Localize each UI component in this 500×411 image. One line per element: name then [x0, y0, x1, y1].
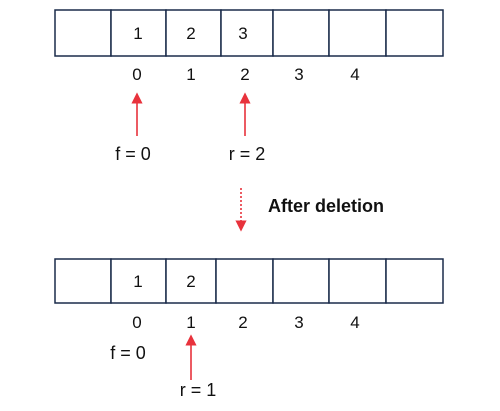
front-pointer-label-before: f = 0: [115, 144, 151, 164]
transition-caption: After deletion: [268, 196, 384, 216]
index-label: 0: [132, 313, 141, 332]
cell-value: 2: [186, 24, 195, 43]
cell-value: 3: [238, 24, 247, 43]
rear-pointer-label-before: r = 2: [229, 144, 266, 164]
index-label: 4: [350, 65, 359, 84]
index-label: 3: [294, 65, 303, 84]
cell-value: 1: [133, 24, 142, 43]
array-cell-before-right-pad: [385, 9, 444, 57]
array-cell-before-1: [165, 9, 222, 57]
array-cell-after-2: [215, 258, 274, 304]
index-label: 3: [294, 313, 303, 332]
index-labels-after: 0 1 2 3 4: [132, 313, 359, 332]
array-cell-before-0: [110, 9, 167, 57]
index-label: 0: [132, 65, 141, 84]
array-cell-after-4: [328, 258, 387, 304]
array-cell-before-left-pad: [54, 9, 112, 57]
array-cell-after-left-pad: [54, 258, 112, 304]
cell-value: 1: [133, 272, 142, 291]
array-cell-after-3: [272, 258, 330, 304]
index-label: 1: [186, 65, 195, 84]
array-cell-before-3: [272, 9, 330, 57]
index-label: 2: [238, 313, 247, 332]
queue-array-before: 1 2 3: [54, 9, 444, 57]
front-pointer-label-after: f = 0: [110, 343, 146, 363]
array-cell-before-2: [220, 9, 274, 57]
array-cell-after-right-pad: [385, 258, 444, 304]
index-label: 1: [186, 313, 195, 332]
index-labels-before: 0 1 2 3 4: [132, 65, 359, 84]
array-cell-before-4: [328, 9, 387, 57]
queue-array-after: 1 2: [54, 258, 444, 304]
cell-value: 2: [186, 272, 195, 291]
array-cell-after-0: [110, 258, 167, 304]
rear-pointer-label-after: r = 1: [180, 380, 217, 400]
index-label: 2: [240, 65, 249, 84]
index-label: 4: [350, 313, 359, 332]
